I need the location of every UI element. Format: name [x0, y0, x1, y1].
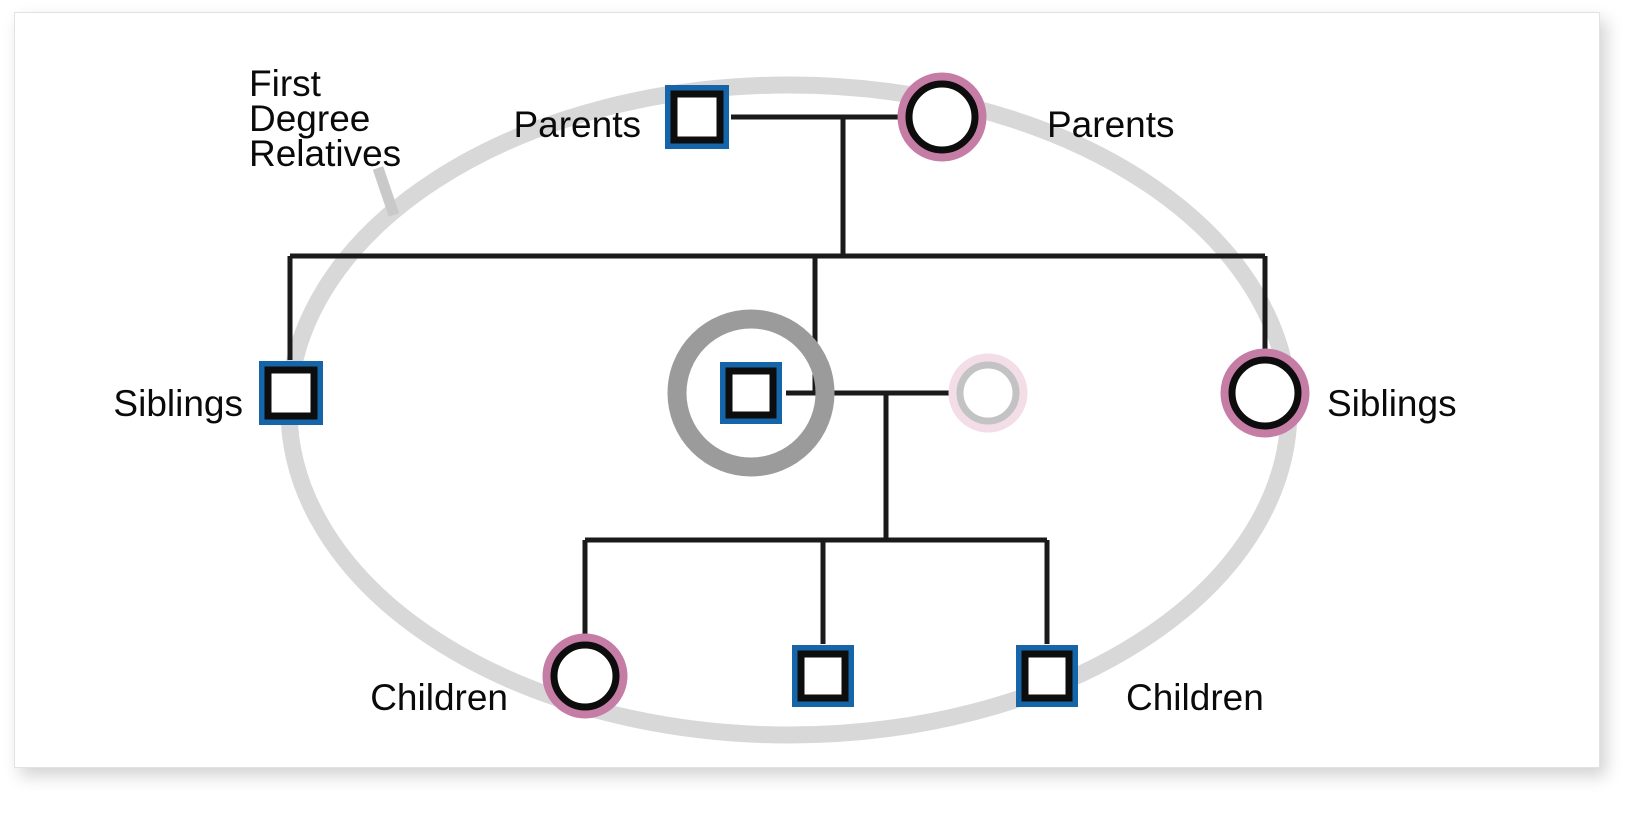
- symbol-sibling-right[interactable]: [1220, 348, 1310, 438]
- female-circle-outer-sibling-right: [1220, 348, 1310, 438]
- symbol-father[interactable]: [665, 85, 729, 149]
- male-square-inner-proband: [725, 367, 777, 419]
- label-parents-left: Parents: [513, 104, 641, 145]
- label-children-right: Children: [1126, 677, 1264, 718]
- symbol-proband[interactable]: [720, 362, 782, 424]
- diagram-labels: First Degree Relatives Parents Parents S…: [113, 63, 1456, 718]
- male-square-inner-child-3: [1021, 650, 1073, 702]
- group-label-leader-tick: [372, 166, 400, 217]
- group-label-line-3: Relatives: [249, 133, 401, 174]
- female-circle-outer-mother: [897, 72, 987, 162]
- symbol-child-3[interactable]: [1016, 645, 1078, 707]
- symbol-spouse-faded[interactable]: [948, 353, 1028, 433]
- female-circle-inner-child-1: [550, 641, 620, 711]
- female-circle-outer-spouse: [948, 353, 1028, 433]
- symbol-mother[interactable]: [897, 72, 987, 162]
- female-circle-inner-sibling-right: [1228, 356, 1302, 430]
- symbol-sibling-left[interactable]: [259, 361, 323, 425]
- connector-lines: [287, 114, 1268, 644]
- label-siblings-left: Siblings: [113, 383, 243, 424]
- male-square-inner-sibling-left: [264, 366, 318, 420]
- proband-highlight-ring: [667, 309, 835, 477]
- female-circle-outer-child-1: [542, 633, 628, 719]
- group-label-line-1: First: [249, 63, 322, 104]
- female-circle-inner-spouse: [956, 361, 1020, 425]
- group-label-line-2: Degree: [249, 98, 370, 139]
- label-siblings-right: Siblings: [1327, 383, 1457, 424]
- symbol-child-2[interactable]: [792, 645, 854, 707]
- first-degree-relatives-ellipse-group: [280, 76, 1298, 744]
- male-square-inner-child-2: [797, 650, 849, 702]
- label-parents-right: Parents: [1047, 104, 1175, 145]
- female-circle-inner-mother: [905, 80, 979, 154]
- symbol-child-1[interactable]: [542, 633, 628, 719]
- grouping-ellipse: [280, 76, 1298, 744]
- label-children-left: Children: [370, 677, 508, 718]
- male-square-inner-father: [670, 90, 724, 144]
